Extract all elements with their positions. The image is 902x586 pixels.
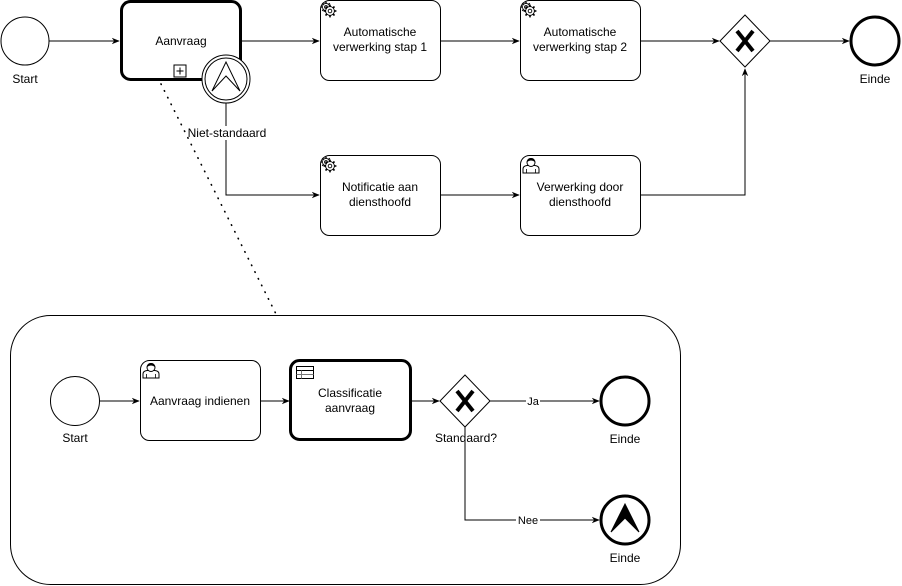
- task-label-line: Automatische: [544, 25, 617, 39]
- escalation-end-event-label: Einde: [610, 551, 641, 565]
- plus-icon[interactable]: [173, 64, 187, 78]
- task-label-line: verwerking stap 2: [533, 40, 627, 54]
- business-rule-icon: [296, 366, 314, 379]
- sequence-flow-niet-standaard[interactable]: [225, 103, 320, 199]
- subprocess-label: Aanvraag: [155, 34, 206, 48]
- task-notificatie-diensthoofd[interactable]: [321, 155, 441, 236]
- task-label-line: Automatische: [344, 25, 417, 39]
- task-verwerking-diensthoofd[interactable]: [520, 155, 641, 236]
- task-label-line: Classificatie: [318, 386, 382, 400]
- sequence-flow-nee[interactable]: [464, 427, 600, 524]
- escalation-end-event[interactable]: [599, 494, 651, 546]
- flow-label-nee: Nee: [518, 515, 538, 527]
- x-icon: [455, 389, 475, 413]
- expanded-subprocess-container[interactable]: [10, 315, 681, 585]
- sub-start-event-label: Start: [62, 431, 88, 445]
- sequence-flow[interactable]: [641, 68, 749, 196]
- gateway-label: Standaard?: [435, 431, 497, 445]
- task-label-line: Notificatie aan: [342, 180, 418, 194]
- task-aanvraag-indienen[interactable]: [140, 360, 261, 441]
- sub-end-event[interactable]: [599, 375, 651, 427]
- end-event[interactable]: [849, 15, 901, 67]
- x-icon: [735, 29, 755, 53]
- task-label-line: Aanvraag indienen: [150, 394, 250, 408]
- task-classificatie-aanvraag[interactable]: [289, 359, 412, 441]
- boundary-escalation-event[interactable]: [201, 54, 251, 104]
- expansion-connector: [160, 83, 278, 317]
- flow-label-niet-standaard: Niet-standaard: [188, 126, 267, 140]
- exclusive-gateway[interactable]: [719, 14, 771, 68]
- start-event[interactable]: [0, 16, 50, 66]
- exclusive-gateway-standaard[interactable]: [439, 374, 491, 428]
- escalation-icon: [211, 60, 241, 92]
- task-label-line: diensthoofd: [349, 195, 411, 209]
- task-label-line: diensthoofd: [549, 195, 611, 209]
- end-event-label: Einde: [860, 72, 891, 86]
- start-event-label: Start: [12, 72, 38, 86]
- task-label-line: Verwerking door: [537, 180, 624, 194]
- escalation-icon: [610, 502, 640, 533]
- task-automatische-verwerking-1[interactable]: [321, 0, 441, 81]
- task-label-line: aanvraag: [325, 401, 375, 415]
- task-automatische-verwerking-2[interactable]: [521, 0, 641, 81]
- flow-label-ja: Ja: [527, 396, 540, 408]
- task-label-line: verwerking stap 1: [333, 40, 427, 54]
- sub-end-event-label: Einde: [610, 432, 641, 446]
- sub-start-event[interactable]: [50, 376, 100, 426]
